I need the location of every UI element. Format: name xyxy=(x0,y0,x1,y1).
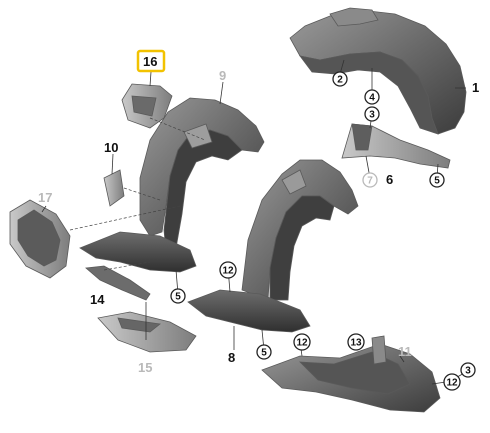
label-16-highlight: 16 xyxy=(136,49,166,73)
svg-text:3: 3 xyxy=(369,110,375,121)
svg-text:4: 4 xyxy=(369,93,375,104)
svg-text:12: 12 xyxy=(446,378,458,389)
highlight-box xyxy=(136,49,166,73)
svg-text:13: 13 xyxy=(350,338,362,349)
label-14: 14 xyxy=(90,292,105,307)
callout-5-left: 5 xyxy=(170,288,186,304)
callout-2: 2 xyxy=(332,71,348,87)
callout-4: 4 xyxy=(364,89,380,105)
part-8-wheel-arch-liner xyxy=(187,159,359,333)
callout-12-left: 12 xyxy=(219,261,237,279)
part-1-wheel-arch-liner xyxy=(289,7,467,135)
part-9-wheel-arch-liner xyxy=(79,97,265,273)
assembly-lines xyxy=(69,117,206,271)
label-17: 17 xyxy=(38,190,52,205)
part-15-panel xyxy=(97,311,197,353)
callout-5-middle: 5 xyxy=(256,344,272,360)
label-16: 16 xyxy=(143,54,157,69)
callout-5-right: 5 xyxy=(429,172,445,188)
svg-text:5: 5 xyxy=(175,292,181,303)
label-8: 8 xyxy=(228,350,235,365)
label-11: 11 xyxy=(398,344,412,359)
svg-text:7: 7 xyxy=(367,176,373,187)
svg-text:5: 5 xyxy=(261,348,267,359)
svg-text:2: 2 xyxy=(337,75,343,86)
svg-text:12: 12 xyxy=(222,266,234,277)
svg-text:12: 12 xyxy=(296,338,308,349)
callout-3-bottom: 3 xyxy=(460,362,476,378)
part-17-cover-panel xyxy=(9,199,71,279)
label-10: 10 xyxy=(104,140,118,155)
callout-13: 13 xyxy=(347,333,365,351)
part-6-bracket xyxy=(341,123,451,169)
callout-3-top: 3 xyxy=(364,106,380,122)
part-10-bracket xyxy=(103,169,125,207)
label-6: 6 xyxy=(386,172,393,187)
label-9: 9 xyxy=(219,68,226,83)
label-15: 15 xyxy=(138,360,152,375)
label-1: 1 xyxy=(472,80,479,95)
svg-text:5: 5 xyxy=(434,176,440,187)
callout-12-right: 12 xyxy=(443,373,461,391)
part-14-strip xyxy=(85,265,151,301)
callout-7: 7 xyxy=(362,172,378,188)
part-11-sill-trim xyxy=(261,335,441,413)
callout-12-middle: 12 xyxy=(293,333,311,351)
part-16-clip xyxy=(121,83,173,129)
svg-text:3: 3 xyxy=(465,366,471,377)
